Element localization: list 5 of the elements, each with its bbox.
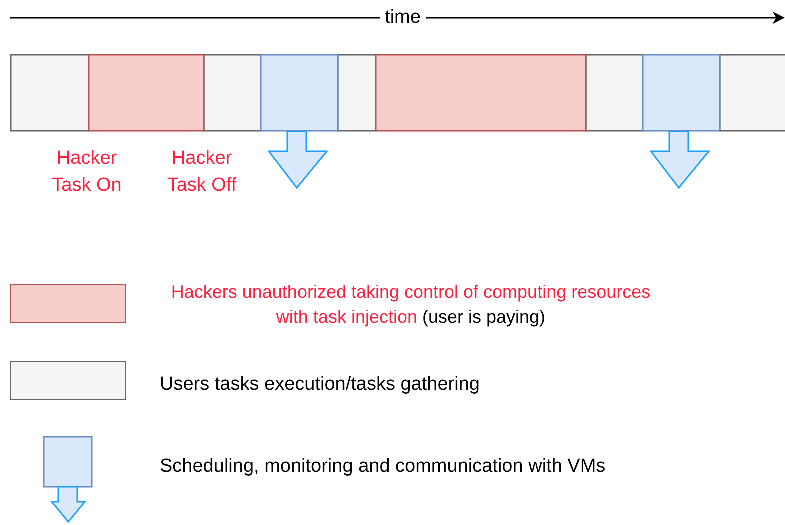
event-label: Hacker Task Off (166, 147, 238, 198)
legend-text: Users tasks execution/tasks gathering (160, 373, 480, 397)
legend-text: Hackers unauthorized taking control of computing resources with task injection (user is paying) (170, 281, 652, 329)
legend-text: Scheduling, monitoring and communication with VMs (160, 455, 606, 479)
event-label: Hacker Task On (51, 147, 123, 198)
